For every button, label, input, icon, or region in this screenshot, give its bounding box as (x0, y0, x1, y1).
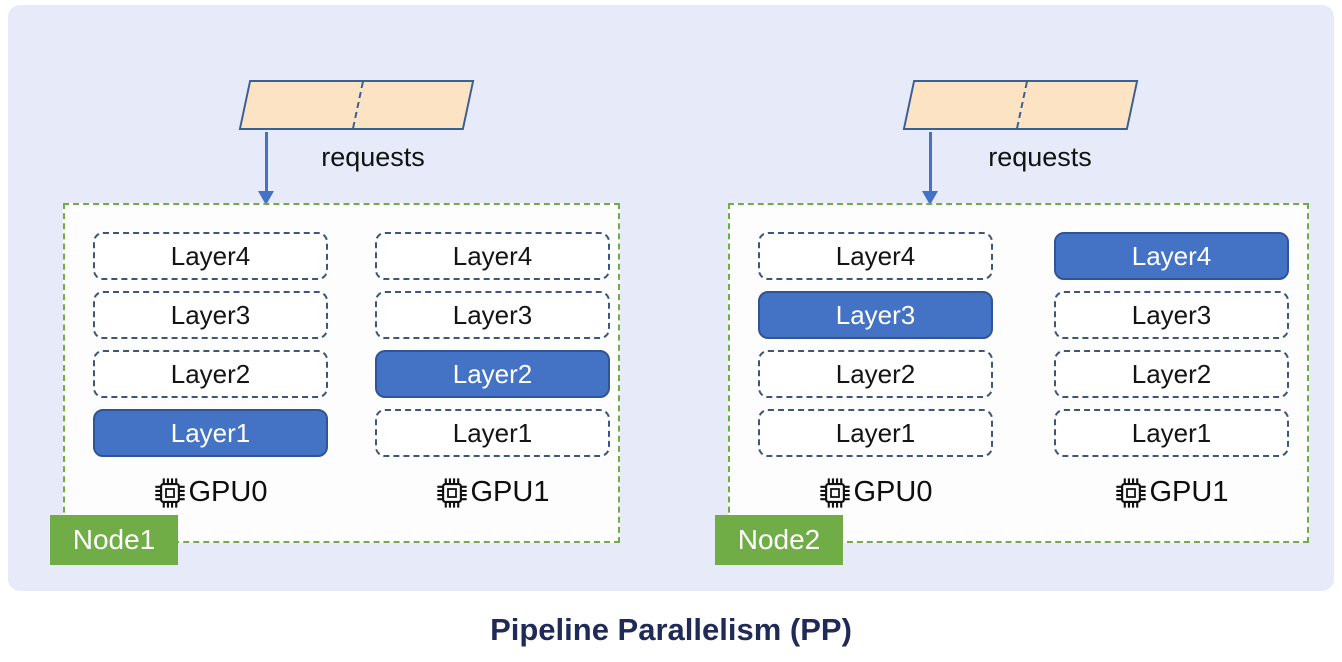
node-box-node2: Layer4 Layer3 Layer2 Layer1 GPU0 (715, 203, 1309, 565)
layer-box: Layer1 (375, 409, 610, 457)
node-badge: Node2 (715, 515, 843, 565)
layer-box: Layer1 (1054, 409, 1289, 457)
node-box-node1: Layer4 Layer3 Layer2 Layer1 GPU0 (50, 203, 620, 565)
chip-icon (1115, 477, 1146, 508)
batch-divider (351, 82, 364, 128)
request-batch-shape (238, 80, 475, 130)
gpu-name: GPU1 (470, 476, 550, 508)
gpu-name: GPU0 (188, 476, 268, 508)
batch-divider (1015, 82, 1028, 128)
diagram-panel: requests requests Layer4 Layer3 Layer2 L… (8, 5, 1334, 591)
request-arrowhead-icon (922, 191, 938, 205)
layer-box: Layer2 (375, 350, 610, 398)
chip-icon (154, 477, 185, 508)
request-arrow (265, 132, 268, 192)
gpu-name: GPU0 (853, 476, 933, 508)
diagram-title: Pipeline Parallelism (PP) (490, 612, 852, 647)
layer-box: Layer2 (1054, 350, 1289, 398)
gpu-label: GPU0 (758, 476, 993, 509)
request-batch-shape (902, 80, 1139, 130)
gpu-column-gpu1: Layer4 Layer3 Layer2 Layer1 GPU1 (375, 232, 610, 541)
layer-box: Layer3 (375, 291, 610, 339)
gpu-label: GPU1 (375, 476, 610, 509)
gpu-label: GPU0 (93, 476, 328, 509)
requests-label: requests (988, 142, 1092, 172)
chip-icon (436, 477, 467, 508)
layer-box: Layer4 (375, 232, 610, 280)
requests-label: requests (321, 142, 425, 172)
layer-box: Layer1 (93, 409, 328, 457)
layer-box: Layer4 (758, 232, 993, 280)
request-arrowhead-icon (258, 191, 274, 205)
layer-box: Layer1 (758, 409, 993, 457)
node-badge: Node1 (50, 515, 178, 565)
request-arrow (929, 132, 932, 192)
layer-box: Layer3 (1054, 291, 1289, 339)
gpu-column-gpu0: Layer4 Layer3 Layer2 Layer1 GPU0 (93, 232, 328, 541)
layer-box: Layer4 (93, 232, 328, 280)
gpu-column-gpu1: Layer4 Layer3 Layer2 Layer1 GPU1 (1054, 232, 1289, 541)
chip-icon (819, 477, 850, 508)
layer-box: Layer3 (758, 291, 993, 339)
layer-box: Layer2 (93, 350, 328, 398)
gpu-name: GPU1 (1149, 476, 1229, 508)
layer-box: Layer2 (758, 350, 993, 398)
gpu-label: GPU1 (1054, 476, 1289, 509)
gpu-column-gpu0: Layer4 Layer3 Layer2 Layer1 GPU0 (758, 232, 993, 541)
layer-box: Layer4 (1054, 232, 1289, 280)
layer-box: Layer3 (93, 291, 328, 339)
